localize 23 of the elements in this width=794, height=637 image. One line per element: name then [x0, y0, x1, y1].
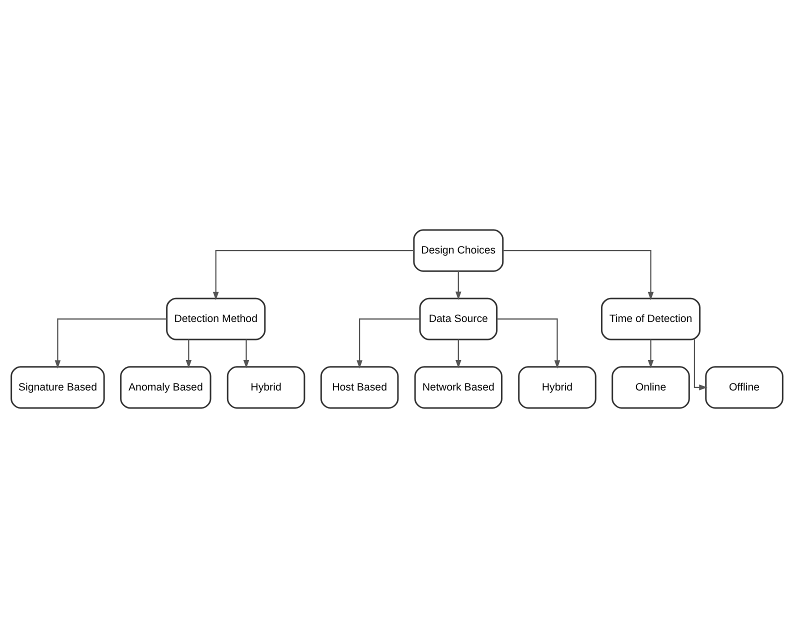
arrow [503, 250, 654, 300]
node-box: Data Source [419, 297, 498, 340]
node-box: Design Choices [413, 228, 504, 272]
arrow [212, 250, 414, 300]
arrow [648, 339, 654, 368]
arrow [496, 318, 560, 368]
node-box: Hybrid [226, 366, 306, 408]
node-box: Host Based [320, 366, 399, 408]
arrow [455, 270, 462, 300]
node-box: Online [612, 366, 690, 408]
arrow [54, 318, 167, 368]
node-box: Network Based [414, 366, 502, 408]
node-box: Detection Method [166, 297, 266, 340]
arrow [455, 339, 462, 368]
arrow [243, 339, 250, 368]
node-box: Signature Based [10, 366, 105, 408]
arrow [186, 339, 192, 368]
arrow [694, 339, 708, 390]
node-box: Hybrid [518, 366, 596, 408]
node-box: Offline [705, 366, 784, 408]
node-box: Anomaly Based [120, 366, 212, 408]
node-box: Time of Detection [600, 297, 701, 340]
arrow [356, 318, 420, 368]
